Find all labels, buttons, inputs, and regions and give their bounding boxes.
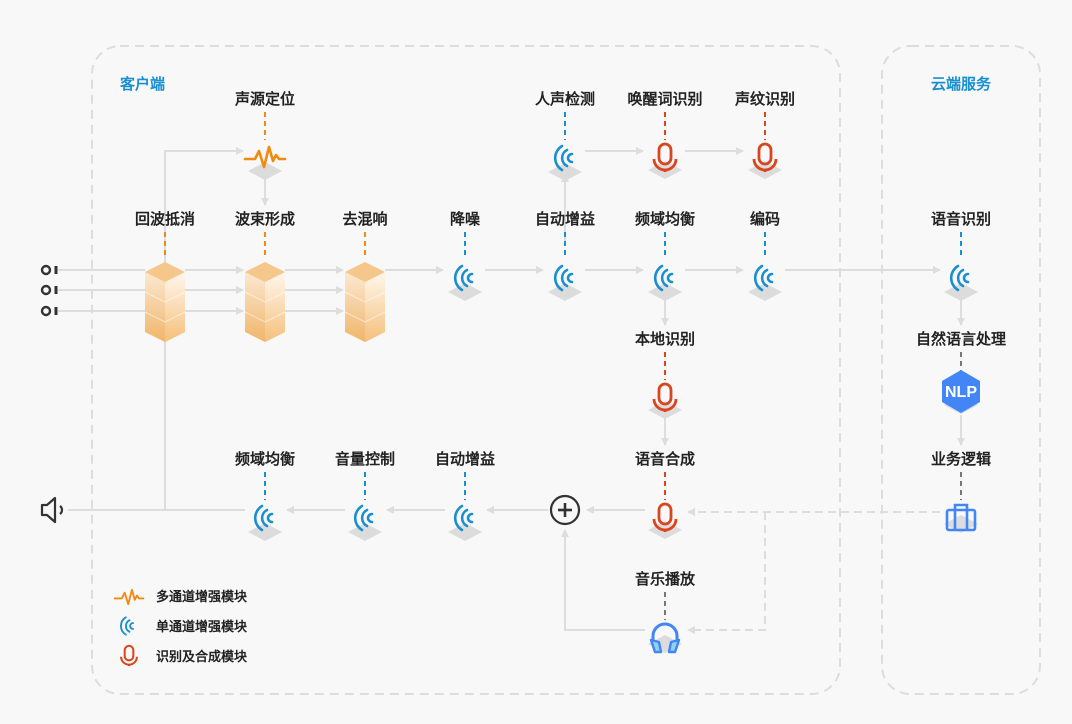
mic-input-icons (40, 264, 58, 317)
label-beamforming: 波束形成 (235, 210, 295, 228)
agc-top-node (548, 264, 582, 301)
legend-single-channel-wave-icon (120, 616, 134, 636)
eq-top-node (648, 264, 682, 301)
voiceprint-node (748, 142, 782, 179)
agc-bottom-node (448, 504, 482, 541)
eq-bottom-node (248, 504, 282, 541)
wakeword-node (648, 142, 682, 179)
legend-label: 多通道增强模块 (156, 589, 248, 605)
cloud-section-box (881, 45, 1041, 695)
label-agc-top: 自动增益 (535, 210, 595, 228)
mixer-plus-icon (549, 494, 581, 526)
volume-node (348, 504, 382, 541)
nlp-hexagon-icon (942, 370, 980, 413)
briefcase-icon (945, 503, 977, 532)
label-ticks (164, 112, 962, 620)
legend-microphone-icon (120, 644, 138, 668)
label-volume: 音量控制 (335, 450, 395, 468)
label-cloud-asr: 语音识别 (931, 210, 991, 228)
vad-node (548, 144, 582, 181)
speaker-icon (40, 496, 64, 524)
label-eq-top: 频域均衡 (635, 210, 695, 228)
connectors (58, 147, 965, 631)
legend-multi-channel-wave-icon (113, 588, 145, 606)
source-localization-node (243, 145, 287, 180)
cloud-section-title: 云端服务 (931, 75, 992, 93)
label-music: 音乐播放 (635, 570, 696, 588)
client-section-title: 客户端 (119, 75, 165, 93)
beamforming-cube-icon (244, 261, 286, 343)
label-local-asr: 本地识别 (635, 330, 695, 348)
label-wakeword: 唤醒词识别 (627, 90, 702, 108)
label-echo-cancel: 回波抵消 (135, 210, 195, 228)
nlp-node: NLP (942, 370, 980, 414)
label-vad: 人声检测 (535, 90, 595, 108)
label-voiceprint: 声纹识别 (734, 90, 795, 108)
local-asr-node (648, 382, 682, 419)
dereverb-cube-icon (344, 261, 386, 343)
denoise-node (448, 264, 482, 301)
label-nlp: 自然语言处理 (916, 330, 1006, 348)
business-node (944, 503, 978, 533)
dashed-connectors (687, 508, 940, 634)
node-labels: 声源定位 回波抵消 波束形成 去混响 降噪 自动增益 频域均衡 编码 人声检测 … (135, 90, 1006, 588)
label-denoise: 降噪 (450, 210, 481, 228)
nlp-badge-text: NLP (945, 384, 977, 401)
label-encode: 编码 (750, 210, 780, 228)
label-eq-bottom: 频域均衡 (235, 450, 295, 468)
tts-node (648, 502, 682, 539)
headphones-icon (649, 622, 681, 654)
client-section-box (91, 45, 841, 695)
label-business: 业务逻辑 (931, 450, 991, 468)
music-node (648, 622, 682, 654)
echo-cancel-cube-icon (144, 261, 186, 343)
legend: 多通道增强模块 单通道增强模块 识别及合成模块 (113, 588, 248, 668)
label-source-localization: 声源定位 (234, 90, 295, 108)
multi-channel-wave-icon (243, 145, 287, 169)
label-agc-bottom: 自动增益 (435, 450, 495, 468)
label-dereverb: 去混响 (342, 210, 387, 228)
legend-label: 单通道增强模块 (156, 619, 248, 635)
legend-label: 识别及合成模块 (156, 649, 248, 665)
label-tts: 语音合成 (635, 450, 695, 468)
encode-node (748, 264, 782, 301)
cloud-asr-node (944, 264, 978, 301)
